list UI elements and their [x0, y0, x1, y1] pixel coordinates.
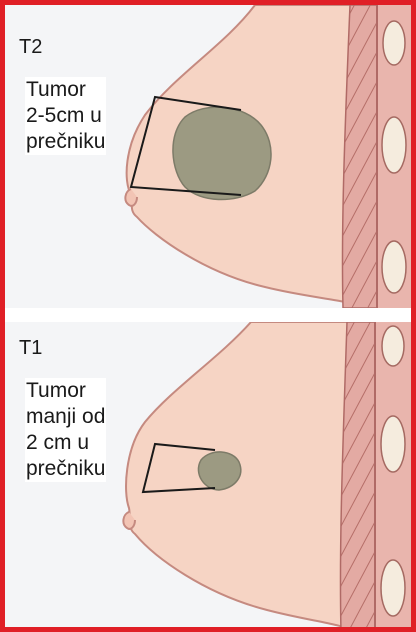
tumor-shape — [198, 452, 240, 490]
panel-t2: T2 Tumor 2-5cm u prečniku — [5, 5, 411, 308]
tumor-shape — [173, 107, 271, 199]
caption-line: prečniku — [26, 129, 105, 155]
stage-label-t1: T1 — [19, 338, 42, 358]
rib-shape — [383, 21, 405, 65]
rib-shape — [382, 326, 404, 366]
breast-illustration-t2 — [5, 5, 411, 308]
panel-t1: T1 Tumor manji od 2 cm u prečniku — [5, 322, 411, 632]
chest-wall-muscle — [340, 322, 375, 632]
caption-line: 2-5cm u — [26, 103, 105, 129]
rib-shape — [381, 560, 405, 616]
tumor-caption-t2: Tumor 2-5cm u prečniku — [25, 77, 106, 155]
rib-shape — [382, 241, 406, 293]
rib-shape — [382, 117, 406, 173]
caption-line: manji od — [26, 404, 105, 430]
tumor-caption-t1: Tumor manji od 2 cm u prečniku — [25, 378, 106, 482]
rib-shape — [381, 416, 405, 472]
caption-line: Tumor — [26, 77, 105, 103]
panel-divider — [5, 308, 411, 322]
caption-line: Tumor — [26, 378, 105, 404]
caption-line: 2 cm u — [26, 430, 105, 456]
stage-label-t2: T2 — [19, 37, 42, 57]
chest-wall-muscle — [342, 5, 377, 308]
caption-line: prečniku — [26, 456, 105, 482]
